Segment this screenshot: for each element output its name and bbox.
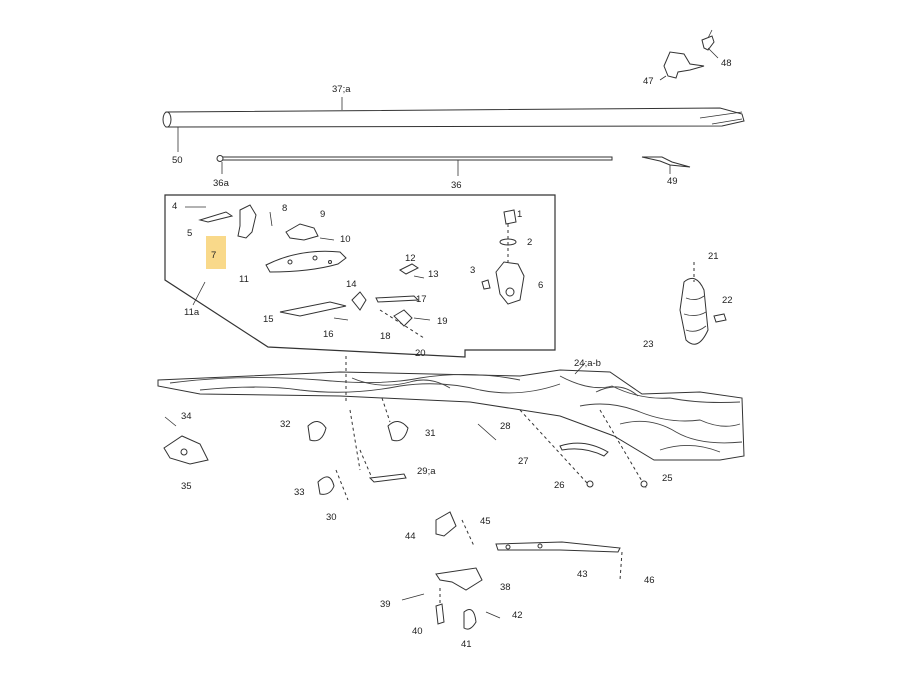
label-34: 34 xyxy=(181,411,192,422)
label-19: 19 xyxy=(437,316,448,327)
label-21: 21 xyxy=(708,251,719,262)
label-14: 14 xyxy=(346,279,357,290)
label-24ab: 24;a-b xyxy=(574,358,601,369)
barrel xyxy=(162,97,745,152)
label-1: 1 xyxy=(517,209,522,220)
label-10: 10 xyxy=(340,234,351,245)
label-18: 18 xyxy=(380,331,391,342)
label-45: 45 xyxy=(480,516,491,527)
label-27: 27 xyxy=(518,456,529,467)
label-9: 9 xyxy=(320,209,325,220)
label-3: 3 xyxy=(470,265,475,276)
label-26: 26 xyxy=(554,480,565,491)
label-28: 28 xyxy=(500,421,511,432)
parts-47-48 xyxy=(659,29,719,81)
highlight-box-7 xyxy=(206,236,226,269)
label-38: 38 xyxy=(500,582,511,593)
label-22: 22 xyxy=(722,295,733,306)
label-29a: 29;a xyxy=(417,466,436,477)
label-40: 40 xyxy=(412,626,423,637)
lock-inset-frame xyxy=(164,194,556,358)
label-47: 47 xyxy=(643,76,654,87)
part-49 xyxy=(641,156,691,174)
label-31: 31 xyxy=(425,428,436,439)
label-13: 13 xyxy=(428,269,439,280)
label-17: 17 xyxy=(416,294,427,305)
label-15: 15 xyxy=(263,314,274,325)
label-6: 6 xyxy=(538,280,543,291)
label-11: 11 xyxy=(239,274,249,285)
label-41: 41 xyxy=(461,639,472,650)
label-11a: 11a xyxy=(184,307,200,318)
label-8: 8 xyxy=(282,203,287,214)
label-48: 48 xyxy=(721,58,732,69)
label-7: 7 xyxy=(211,250,216,261)
label-43: 43 xyxy=(577,569,588,580)
label-32: 32 xyxy=(280,419,291,430)
label-39: 39 xyxy=(380,599,391,610)
label-49: 49 xyxy=(667,176,678,187)
label-2: 2 xyxy=(527,237,532,248)
lower-parts xyxy=(163,397,648,630)
label-46: 46 xyxy=(644,575,655,586)
ramrod xyxy=(216,155,613,176)
label-33: 33 xyxy=(294,487,305,498)
label-16: 16 xyxy=(323,329,334,340)
label-36a: 36a xyxy=(213,178,230,189)
callout-labels: 1 2 3 4 5 6 7 8 9 10 11 11a 12 13 14 15 … xyxy=(172,58,733,650)
label-44: 44 xyxy=(405,531,416,542)
lock-parts xyxy=(185,204,525,339)
label-25: 25 xyxy=(662,473,673,484)
label-50: 50 xyxy=(172,155,183,166)
label-20: 20 xyxy=(415,348,426,359)
label-37a: 37;a xyxy=(332,84,351,95)
label-4: 4 xyxy=(172,201,177,212)
stock xyxy=(157,356,745,461)
label-12: 12 xyxy=(405,253,416,264)
label-35: 35 xyxy=(181,481,192,492)
label-30: 30 xyxy=(326,512,337,523)
label-23: 23 xyxy=(643,339,654,350)
label-42: 42 xyxy=(512,610,523,621)
label-36: 36 xyxy=(451,180,462,191)
label-5: 5 xyxy=(187,228,192,239)
patchbox-parts xyxy=(679,262,727,345)
